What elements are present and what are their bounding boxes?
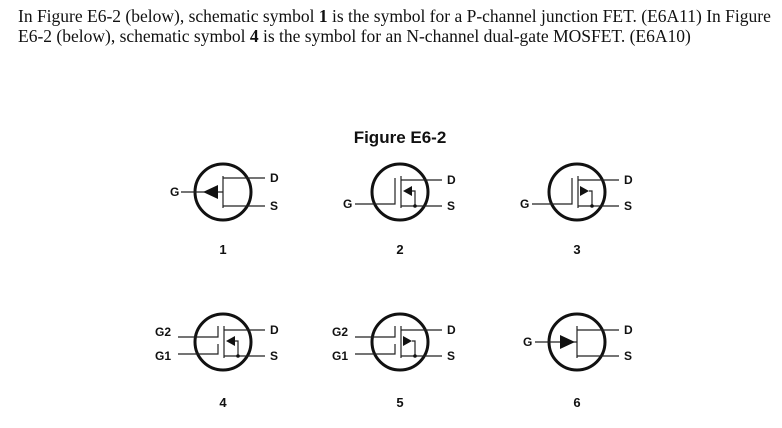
text-part: is the symbol for a P-channel junction F… — [18, 6, 771, 46]
pin-label: S — [270, 349, 278, 363]
question-text: In Figure E6-2 (below), schematic symbol… — [18, 6, 778, 46]
pin-label: G — [523, 335, 532, 349]
symbol-number-bold: 1 — [318, 6, 328, 26]
pin-label: D — [270, 323, 279, 337]
pin-label: S — [624, 199, 632, 213]
symbol-6-n-jfet: G D S 6 — [523, 312, 633, 410]
symbol-number: 2 — [396, 242, 403, 257]
pin-label: G2 — [155, 325, 171, 339]
pin-label: D — [447, 173, 456, 187]
symbol-2-n-mosfet: G D S 2 — [343, 162, 456, 257]
pin-label: S — [624, 349, 632, 363]
pin-label: D — [447, 323, 456, 337]
symbol-3-p-mosfet: G D S 3 — [520, 162, 633, 257]
pin-label: S — [447, 199, 455, 213]
symbol-number-bold: 4 — [249, 26, 259, 46]
pin-label: S — [447, 349, 455, 363]
symbol-number: 6 — [573, 395, 580, 410]
pin-label: D — [624, 323, 633, 337]
symbol-number: 3 — [573, 242, 580, 257]
pin-label: D — [270, 171, 279, 185]
pin-label: G — [170, 185, 179, 199]
symbol-1-p-jfet: G D S 1 — [170, 162, 279, 257]
text-part: is the symbol for an N-channel dual-gate… — [258, 26, 691, 46]
symbol-number: 5 — [396, 395, 403, 410]
pin-label: G2 — [332, 325, 348, 339]
symbol-number: 4 — [219, 395, 227, 410]
pin-label: G — [520, 197, 529, 211]
pin-label: G1 — [332, 349, 348, 363]
symbol-4-n-dual-gate-mosfet: G2 G1 D S 4 — [155, 312, 279, 410]
symbol-number: 1 — [219, 242, 226, 257]
figure-title: Figure E6-2 — [354, 128, 447, 147]
pin-label: G1 — [155, 349, 171, 363]
pin-label: G — [343, 197, 352, 211]
symbol-5-p-dual-gate-mosfet: G2 G1 D S 5 — [332, 312, 456, 410]
text-part: In Figure E6-2 (below), schematic symbol — [18, 6, 319, 26]
pin-label: S — [270, 199, 278, 213]
pin-label: D — [624, 173, 633, 187]
